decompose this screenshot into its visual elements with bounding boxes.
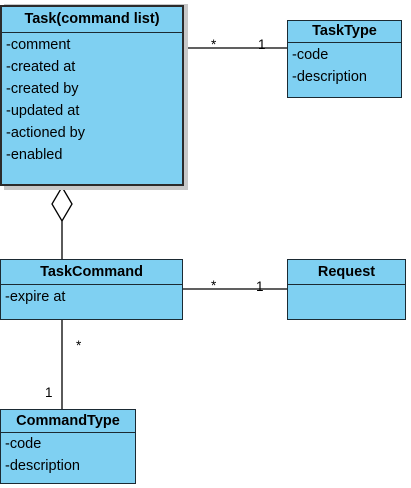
commandtype-attributes: -code -description <box>1 433 135 477</box>
request-class-name: Request <box>288 260 405 285</box>
attribute: -description <box>292 69 367 85</box>
task-class-name: Task(command list) <box>2 7 182 33</box>
aggregation-diamond <box>51 185 73 223</box>
attribute: -enabled <box>6 147 63 163</box>
multiplicity-tasktype-side: 1 <box>258 37 266 52</box>
taskcommand-attributes: -expire at <box>1 285 182 308</box>
multiplicity-task-side: * <box>211 37 217 52</box>
request-class[interactable]: Request <box>287 259 406 320</box>
attribute: -created by <box>6 81 79 97</box>
taskcommand-class-name: TaskCommand <box>1 260 182 285</box>
tasktype-attributes: -code -description <box>288 43 401 88</box>
task-attributes: -comment -created at -created by -update… <box>2 33 182 166</box>
attribute: -created at <box>6 59 76 75</box>
attribute: -actioned by <box>6 125 85 141</box>
task-class[interactable]: Task(command list) -comment -created at … <box>0 5 184 186</box>
attribute: -description <box>5 458 80 474</box>
attribute: -code <box>5 436 42 452</box>
attribute: -updated at <box>6 103 80 119</box>
attribute: -comment <box>6 37 71 53</box>
taskcommand-class[interactable]: TaskCommand -expire at <box>0 259 183 320</box>
attribute: -expire at <box>5 289 66 305</box>
attribute: -code <box>292 47 329 63</box>
commandtype-class[interactable]: CommandType -code -description <box>0 409 136 484</box>
tasktype-class[interactable]: TaskType -code -description <box>287 20 402 98</box>
multiplicity-taskcommand-lower: * <box>76 338 82 353</box>
tasktype-class-name: TaskType <box>288 21 401 43</box>
multiplicity-request-side: 1 <box>256 279 264 294</box>
multiplicity-commandtype-side: 1 <box>45 385 53 400</box>
multiplicity-taskcommand-side: * <box>211 278 217 293</box>
commandtype-class-name: CommandType <box>1 410 135 433</box>
